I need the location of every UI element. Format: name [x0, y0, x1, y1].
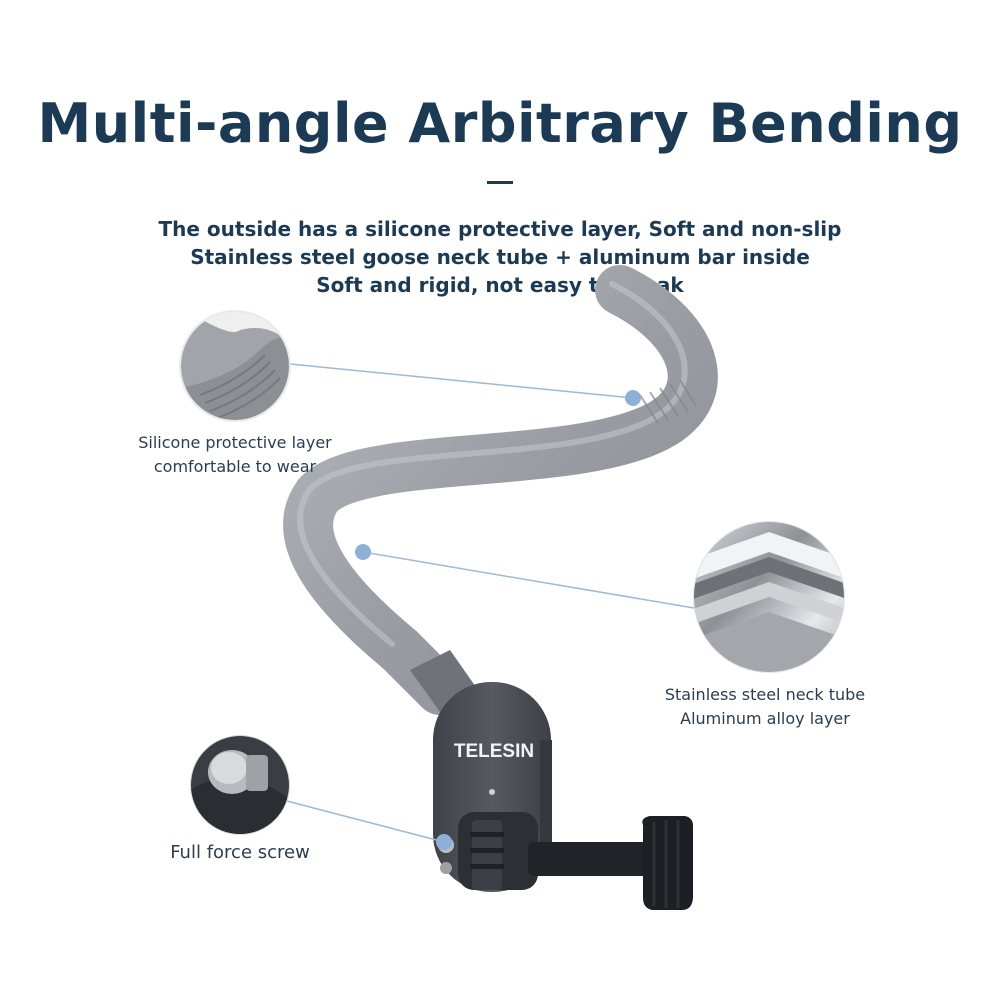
callout-label-steel-line-2: Aluminum alloy layer — [680, 709, 850, 728]
title-divider — [487, 181, 513, 184]
subtitle-line-2: Stainless steel goose neck tube + alumin… — [190, 245, 810, 269]
callout-line-silicone — [289, 363, 634, 399]
page-title: Multi-angle Arbitrary Bending — [37, 92, 963, 155]
screw-icon — [190, 735, 290, 835]
callout-line-screw — [282, 799, 445, 843]
thumb-screw — [528, 816, 694, 910]
callout-label-steel-line-1: Stainless steel neck tube — [664, 685, 866, 704]
steel-layer-icon — [693, 521, 845, 673]
callout-line-steel — [362, 551, 695, 609]
callout-label-silicone-line-1: Silicone protective layer — [138, 433, 332, 452]
brand-logo: TELESIN — [454, 741, 534, 762]
callout-dot-screw — [436, 834, 452, 850]
callout-label-silicone-line-2: comfortable to wear — [153, 457, 317, 476]
callout-label-screw: Full force screw — [170, 842, 310, 863]
callout-dot-steel — [355, 544, 371, 560]
silicone-texture-icon — [179, 310, 291, 422]
gooseneck-tube — [283, 265, 718, 715]
mount-body — [433, 682, 552, 892]
subtitle-line-1: The outside has a silicone protective la… — [158, 217, 842, 241]
callout-dot-silicone — [625, 390, 641, 406]
